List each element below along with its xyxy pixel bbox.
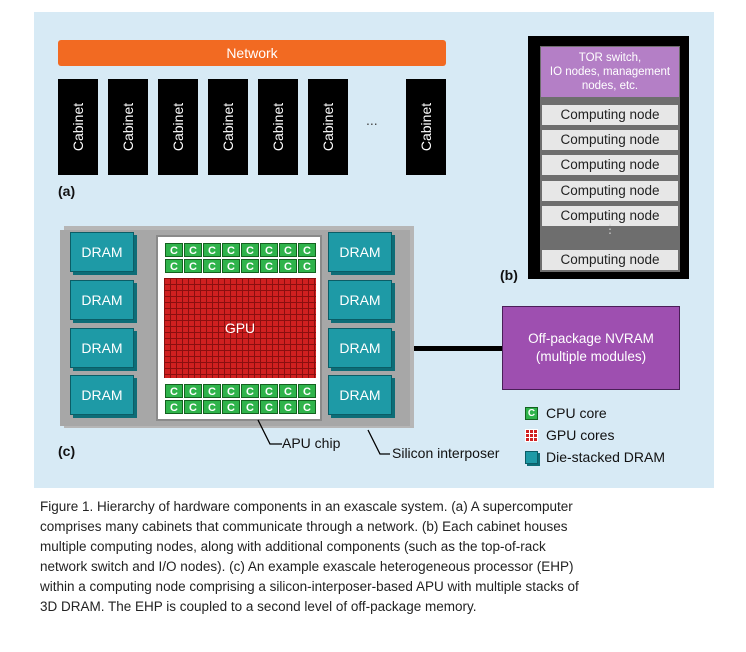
caption-line: comprises many cabinets that communicate…	[40, 519, 568, 534]
label-c: (c)	[58, 443, 76, 459]
cpu-core: C	[279, 243, 297, 257]
cpu-core: C	[260, 384, 278, 398]
cpu-core: C	[222, 243, 240, 257]
off-package-nvram: Off-package NVRAM (multiple modules)	[502, 306, 680, 390]
caption-line: network switch and I/O nodes). (c) An ex…	[40, 559, 574, 574]
legend-die-stacked-dram: Die-stacked DRAM	[546, 449, 666, 465]
apu-chip-label: APU chip	[282, 435, 341, 451]
nvram-line-1: Off-package NVRAM	[528, 331, 654, 346]
dram-stack: DRAM	[70, 280, 134, 320]
dram-stack: DRAM	[70, 232, 134, 272]
gpu-cores-swatch-icon	[525, 429, 538, 442]
gpu-cores-grid	[164, 278, 316, 378]
cpu-core: C	[222, 400, 240, 414]
cpu-core-swatch-icon: C	[525, 407, 538, 420]
tor-line-1: TOR switch,	[578, 52, 642, 64]
cpu-core: C	[203, 259, 221, 273]
figure-caption: Figure 1. Hierarchy of hardware componen…	[40, 497, 710, 617]
tor-line-3: nodes, etc.	[581, 80, 639, 92]
dram-stack: DRAM	[70, 328, 134, 368]
cpu-core: C	[184, 384, 202, 398]
dram-stack: DRAM	[328, 328, 392, 368]
cpu-core: C	[260, 243, 278, 257]
nvram-line-2: (multiple modules)	[535, 349, 647, 364]
computing-node: Computing node	[542, 155, 678, 175]
computing-node: Computing node	[542, 181, 678, 201]
cabinet-5: Cabinet	[258, 79, 298, 175]
tor-line-2: IO nodes, management	[549, 66, 671, 78]
cpu-core: C	[165, 400, 183, 414]
cpu-core: C	[241, 259, 259, 273]
cpu-core: C	[279, 400, 297, 414]
caption-line: 3D DRAM. The EHP is coupled to a second …	[40, 599, 477, 614]
cpu-core: C	[298, 259, 316, 273]
caption-line: Figure 1. Hierarchy of hardware componen…	[40, 499, 573, 514]
legend-gpu-cores: GPU cores	[546, 427, 615, 443]
cpu-core: C	[184, 243, 202, 257]
cpu-core: C	[165, 243, 183, 257]
caption-line: within a computing node comprising a sil…	[40, 579, 579, 594]
label-a: (a)	[58, 183, 76, 199]
network-bar: Network	[58, 40, 446, 66]
cabinet-2: Cabinet	[108, 79, 148, 175]
cabinet-3: Cabinet	[158, 79, 198, 175]
computing-node: Computing node	[542, 105, 678, 125]
cpu-core: C	[184, 259, 202, 273]
cpu-core: C	[298, 243, 316, 257]
dram-stack: DRAM	[70, 375, 134, 415]
cabinet-ellipsis: ...	[366, 112, 378, 128]
interposer-leader-line	[367, 429, 390, 455]
cpu-core: C	[279, 384, 297, 398]
cpu-core: C	[165, 259, 183, 273]
cpu-core: C	[279, 259, 297, 273]
cpu-core: C	[260, 400, 278, 414]
dram-stack: DRAM	[328, 232, 392, 272]
cpu-core: C	[203, 384, 221, 398]
cpu-core: C	[203, 243, 221, 257]
caption-line: multiple computing nodes, along with add…	[40, 539, 546, 554]
cpu-core: C	[241, 243, 259, 257]
cpu-core: C	[165, 384, 183, 398]
cpu-core: C	[222, 259, 240, 273]
dram-stack: DRAM	[328, 375, 392, 415]
dram-swatch-icon	[525, 451, 538, 464]
gpu-label: GPU	[224, 320, 256, 336]
silicon-interposer-label: Silicon interposer	[392, 445, 500, 461]
cpu-core: C	[241, 400, 259, 414]
cabinet-last: Cabinet	[406, 79, 446, 175]
cabinet-6: Cabinet	[308, 79, 348, 175]
cabinet-4: Cabinet	[208, 79, 248, 175]
computing-node: Computing node	[542, 250, 678, 270]
computing-node: Computing node	[542, 130, 678, 150]
apu-leader-line	[257, 419, 282, 445]
legend-cpu-core: CPU core	[546, 405, 607, 421]
tor-switch-block: TOR switch, IO nodes, management nodes, …	[541, 47, 679, 97]
cpu-core: C	[184, 400, 202, 414]
cpu-core: C	[203, 400, 221, 414]
cpu-core: C	[260, 259, 278, 273]
label-b: (b)	[500, 267, 518, 283]
cpu-core: C	[298, 384, 316, 398]
cpu-core: C	[222, 384, 240, 398]
cpu-core: C	[241, 384, 259, 398]
cpu-core: C	[298, 400, 316, 414]
dram-stack: DRAM	[328, 280, 392, 320]
cabinet-1: Cabinet	[58, 79, 98, 175]
computing-node: Computing node	[542, 206, 678, 226]
nvram-link	[414, 346, 502, 351]
